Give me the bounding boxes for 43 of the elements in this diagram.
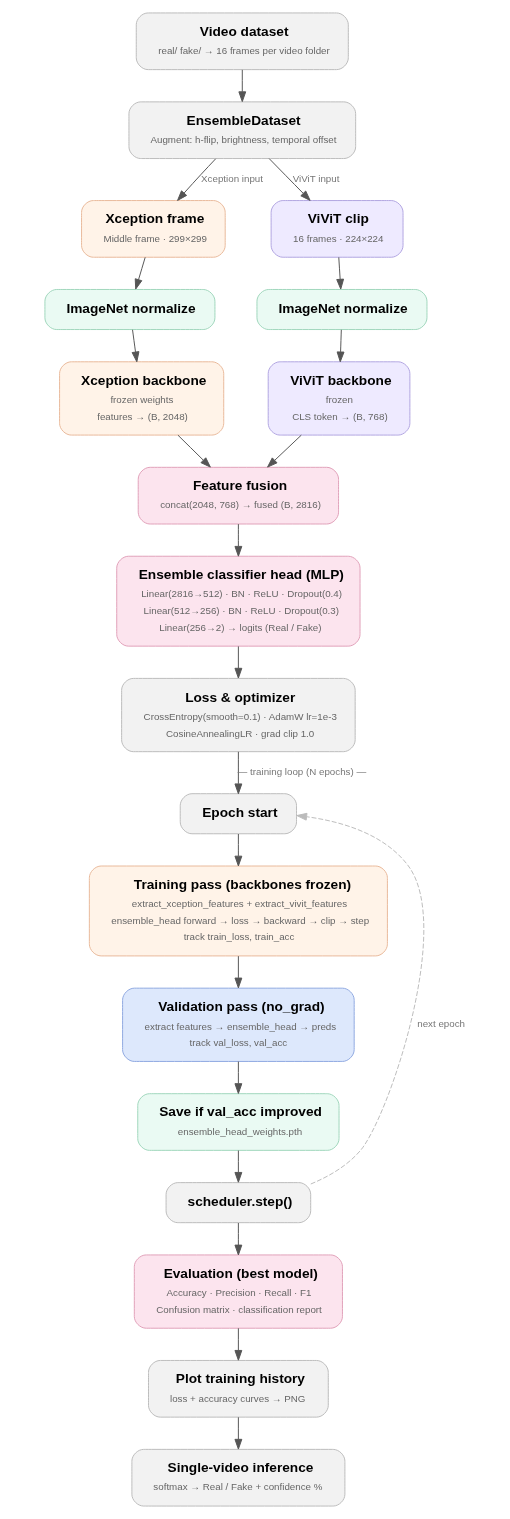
- arrow: [177, 434, 211, 468]
- arrow: [234, 1416, 243, 1450]
- arrow: [234, 833, 243, 867]
- edge-label: next epoch: [417, 1018, 466, 1030]
- node-box: Plot training history loss + accuracy curves → PNG: [148, 1359, 329, 1418]
- arrow: [134, 256, 146, 290]
- node-box: ViViT backbone frozen CLS token → (B, 768): [267, 361, 411, 436]
- arrow: [234, 645, 243, 679]
- node-box: Feature fusion concat(2048, 768) → fused (B, 2816): [137, 466, 340, 525]
- node-box: Xception frame Middle frame · 299×299: [81, 200, 226, 258]
- node-box: ImageNet normalize: [44, 289, 216, 331]
- node-box: ImageNet normalize: [256, 289, 428, 331]
- arrow: [234, 523, 243, 557]
- node-box: Training pass (backbones frozen) extract_xception_features + extract_vivit_features ensemble_head forward → loss → backward → clip → step track train_loss, train_acc: [88, 865, 388, 957]
- node-box: EnsembleDataset Augment: h-flip, brightness, temporal offset: [128, 101, 357, 160]
- edge-label: — training loop (N epochs) —: [237, 766, 367, 778]
- arrow: [336, 329, 345, 363]
- edge-label: Xception input: [201, 172, 263, 184]
- arrow: [234, 1150, 243, 1183]
- node-box: Xception backbone frozen weights features → (B, 2048): [59, 361, 225, 436]
- node-box: Ensemble classifier head (MLP) Linear(2816→512) · BN · ReLU · Dropout(0.4) Linear(512→256) · BN · ReLU · Dropout(0.3) Linear(256→2) → logits (Real / Fake): [116, 555, 361, 647]
- node-box: Save if val_acc improved ensemble_head_weights.pth: [137, 1093, 340, 1151]
- arrow: [177, 158, 217, 201]
- arrow: [296, 812, 425, 1185]
- arrow: [234, 1061, 243, 1094]
- node-box: Loss & optimizer CrossEntropy(smooth=0.1) · AdamW lr=1e-3 CosineAnnealingLR · grad clip 1.0: [121, 677, 356, 753]
- arrow: [131, 329, 140, 363]
- arrow: [234, 751, 243, 795]
- node-box: ViViT clip 16 frames · 224×224: [270, 200, 404, 258]
- edge-label: ViViT input: [292, 172, 340, 184]
- arrow: [234, 1327, 243, 1361]
- arrow: [267, 434, 302, 468]
- arrow: [336, 256, 345, 290]
- node-box: scheduler.step(): [165, 1182, 312, 1224]
- arrow: [268, 158, 311, 201]
- arrow: [238, 69, 247, 103]
- node-box: Epoch start: [179, 793, 297, 835]
- node-box: Evaluation (best model) Accuracy · Precision · Recall · F1 Confusion matrix · classification report: [133, 1254, 343, 1329]
- arrow: [234, 1222, 243, 1256]
- node-box: Video dataset real/ fake/ → 16 frames per video folder: [135, 12, 349, 71]
- node-box: Single-video inference softmax → Real / Fake + confidence %: [131, 1448, 346, 1507]
- node-box: Validation pass (no_grad) extract features → ensemble_head → preds track val_loss, val_acc: [122, 987, 355, 1062]
- arrow: [234, 955, 243, 989]
